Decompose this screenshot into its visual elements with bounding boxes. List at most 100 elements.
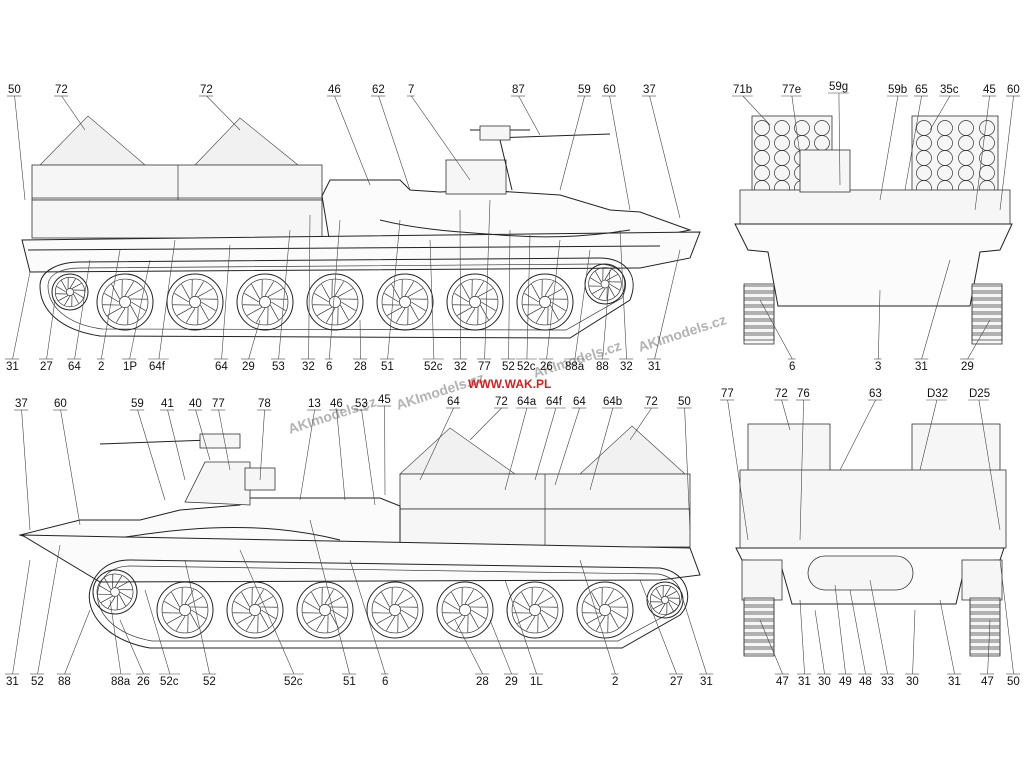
callout-label: 40 bbox=[189, 398, 202, 410]
callout-label: 3 bbox=[875, 361, 881, 373]
callout-label: 26 bbox=[540, 361, 553, 373]
leader-line bbox=[110, 600, 121, 674]
leader-line bbox=[680, 590, 707, 674]
leader-line bbox=[13, 560, 30, 674]
url-mark: WWW.WAK.PL bbox=[468, 377, 551, 391]
leader-line bbox=[560, 96, 585, 190]
callout-label: 52c bbox=[517, 361, 536, 373]
leader-line bbox=[490, 620, 512, 674]
callout-label: 31 bbox=[915, 361, 928, 373]
leader-line bbox=[1000, 560, 1014, 674]
callout-label: 71b bbox=[733, 84, 752, 96]
callout-label: 48 bbox=[859, 676, 872, 688]
callout-label: 64a bbox=[517, 396, 537, 408]
leader-line bbox=[840, 400, 876, 470]
callout-label: 64 bbox=[573, 396, 586, 408]
callout-label: 64 bbox=[447, 396, 460, 408]
leader-line bbox=[120, 620, 144, 674]
leader-line bbox=[815, 610, 825, 674]
callout-label: 32 bbox=[620, 361, 633, 373]
callout-label: 29 bbox=[242, 361, 255, 373]
callout-label: 1L bbox=[530, 676, 543, 688]
callout-label: 1P bbox=[123, 361, 137, 373]
callout-label: 2 bbox=[98, 361, 104, 373]
leader-line bbox=[15, 96, 25, 200]
callout-label: 78 bbox=[258, 398, 271, 410]
callout-label: 60 bbox=[603, 84, 616, 96]
callout-label: 60 bbox=[54, 398, 67, 410]
callout-label: 88 bbox=[58, 676, 71, 688]
leader-line bbox=[940, 600, 955, 674]
callout-label: 29 bbox=[961, 361, 974, 373]
leader-line bbox=[138, 410, 165, 500]
callout-label: 72 bbox=[200, 84, 213, 96]
watermark: AKImodels.cz bbox=[394, 369, 486, 413]
callout-label: 50 bbox=[1007, 676, 1020, 688]
callout-label: 72 bbox=[775, 388, 788, 400]
callout-label: 72 bbox=[645, 396, 658, 408]
leader-line bbox=[519, 96, 540, 135]
leader-line bbox=[535, 408, 556, 480]
callout-label: 77 bbox=[212, 398, 225, 410]
callout-label: 31 bbox=[700, 676, 713, 688]
leader-line bbox=[61, 410, 80, 525]
leader-line bbox=[610, 96, 630, 210]
leader-line bbox=[335, 96, 370, 185]
callout-label: 6 bbox=[789, 361, 795, 373]
callout-label: 41 bbox=[161, 398, 174, 410]
callout-label: 60 bbox=[1007, 84, 1020, 96]
callout-label: 31 bbox=[948, 676, 961, 688]
callout-label: 64f bbox=[546, 396, 563, 408]
callout-label: 88a bbox=[565, 361, 585, 373]
callout-label: 32 bbox=[302, 361, 315, 373]
callout-label: 51 bbox=[343, 676, 356, 688]
callout-label: 45 bbox=[983, 84, 996, 96]
leader-line bbox=[65, 610, 90, 674]
callout-label: 64b bbox=[603, 396, 622, 408]
leader-line bbox=[411, 96, 470, 180]
callout-label: 72 bbox=[495, 396, 508, 408]
callout-label: 31 bbox=[6, 676, 19, 688]
leader-line bbox=[38, 545, 60, 674]
callout-label: 52c bbox=[284, 676, 303, 688]
callout-label: 6 bbox=[326, 361, 332, 373]
callout-label: 49 bbox=[839, 676, 852, 688]
callout-label: 52c bbox=[424, 361, 443, 373]
callout-label: 28 bbox=[476, 676, 489, 688]
callout-label: 30 bbox=[818, 676, 831, 688]
callout-label: 32 bbox=[454, 361, 467, 373]
callout-label: 46 bbox=[330, 398, 343, 410]
callout-label: 37 bbox=[15, 398, 28, 410]
callout-label: 50 bbox=[8, 84, 21, 96]
leader-line bbox=[362, 410, 375, 505]
callout-label: 52 bbox=[203, 676, 216, 688]
callout-label: 47 bbox=[776, 676, 789, 688]
callout-label: 7 bbox=[408, 84, 414, 96]
callout-label: 59g bbox=[829, 81, 848, 93]
callout-label: 59 bbox=[578, 84, 591, 96]
leader-line bbox=[913, 610, 915, 674]
leader-line bbox=[207, 96, 240, 130]
leader-line bbox=[47, 300, 55, 359]
leader-line bbox=[62, 96, 85, 130]
callout-label: D25 bbox=[969, 388, 990, 400]
callout-label: 30 bbox=[906, 676, 919, 688]
callout-label: 76 bbox=[797, 388, 810, 400]
callout-label: 87 bbox=[512, 84, 525, 96]
watermark: AKImodels.cz bbox=[636, 311, 728, 355]
callout-label: 6 bbox=[382, 676, 388, 688]
callout-label: 64 bbox=[68, 361, 81, 373]
callout-label: 88 bbox=[596, 361, 609, 373]
leader-line bbox=[455, 620, 483, 674]
callout-label: 65 bbox=[915, 84, 928, 96]
leader-line bbox=[880, 96, 898, 200]
callout-label: 29 bbox=[505, 676, 518, 688]
callout-label: 50 bbox=[678, 396, 691, 408]
callout-label: 59 bbox=[131, 398, 144, 410]
leader-line bbox=[360, 320, 361, 359]
callout-label: 31 bbox=[6, 361, 19, 373]
callout-label: 33 bbox=[881, 676, 894, 688]
callout-label: 53 bbox=[355, 398, 368, 410]
